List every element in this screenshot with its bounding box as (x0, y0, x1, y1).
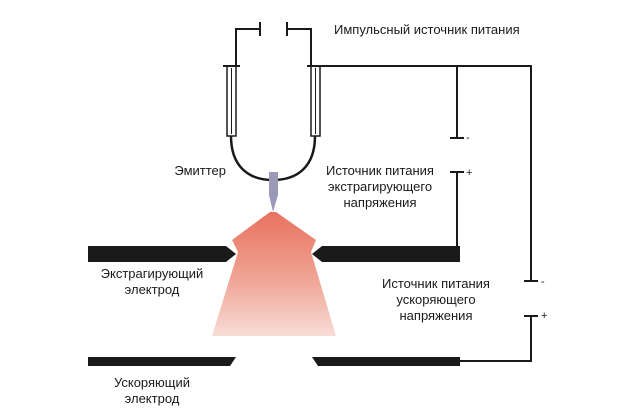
pulse-source-wire-right (287, 28, 312, 66)
accel-source-label-line3: напряжения (399, 308, 473, 323)
extract-source-label-line2: экстрагирующего (327, 179, 433, 194)
extract-source-label: Источник питания экстрагирующего напряже… (312, 163, 448, 211)
accel-supply-pos-wire (460, 316, 532, 362)
emitter-bus-wire (320, 65, 532, 281)
accel-source-label-line1: Источник питания (382, 276, 490, 291)
extract-minus-sign: - (466, 132, 470, 144)
extract-plus-sign: + (466, 167, 473, 179)
emitter-tip (269, 172, 278, 212)
emitter-label: Эмиттер (174, 163, 226, 178)
ion-beam (212, 212, 336, 336)
extracting-electrode-right (312, 246, 460, 262)
extract-source-label-line3: напряжения (343, 195, 417, 210)
extract-electrode-label-line1: Экстрагирующий (100, 266, 204, 281)
accel-electrode-label-line2: электрод (124, 391, 180, 406)
extracting-electrode-left (88, 246, 236, 262)
accel-source-label: Источник питания ускоряющего напряжения (368, 276, 504, 324)
accelerating-electrode-right (312, 357, 460, 366)
accel-electrode-label: Ускоряющий электрод (98, 375, 206, 407)
extract-electrode-label-line2: электрод (124, 282, 180, 297)
pulse-source-wire-left (235, 28, 260, 66)
accel-minus-sign: - (541, 276, 545, 288)
accel-source-label-line2: ускоряющего (396, 292, 476, 307)
pulse-source-label: Импульсный источник питания (334, 22, 520, 37)
extract-source-label-line1: Источник питания (326, 163, 434, 178)
accel-plus-sign: + (541, 310, 548, 322)
accel-electrode-label-line1: Ускоряющий (113, 375, 191, 390)
extract-electrode-label: Экстрагирующий электрод (90, 266, 214, 298)
accelerating-electrode-left (88, 357, 236, 366)
